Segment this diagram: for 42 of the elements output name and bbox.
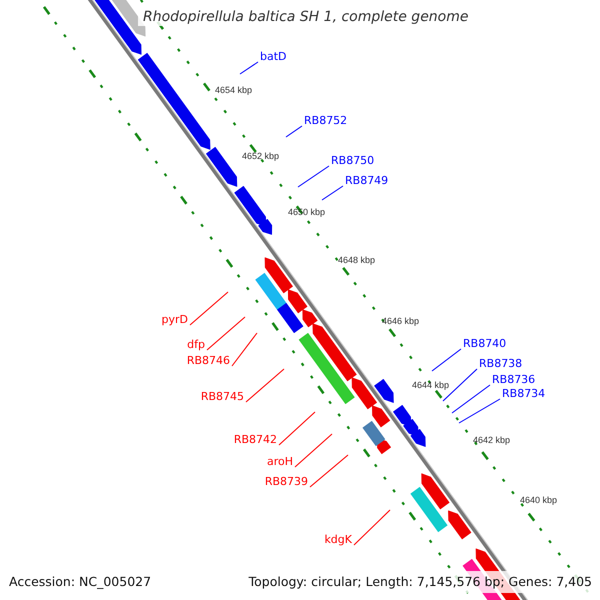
gene-label: pyrD: [162, 313, 188, 327]
leader-line: [278, 412, 316, 446]
gene-label: aroH: [266, 455, 293, 469]
genome-summary-text: Topology: circular; Length: 7,145,576 bp; Genes: 7,405: [248, 574, 592, 589]
accession-text: Accession: NC_005027: [9, 574, 152, 589]
leader-line: [310, 454, 348, 488]
gene-label: RB8740: [463, 337, 506, 351]
gene-label: RB8750: [331, 154, 374, 168]
leader-line: [458, 398, 500, 424]
gene-label: kdgK: [324, 533, 352, 547]
leader-line: [240, 62, 258, 74]
gene-label: RB8734: [502, 387, 546, 401]
scale-label: 4642 kbp: [473, 435, 510, 446]
leader-line: [298, 166, 330, 188]
leader-line: [190, 292, 228, 326]
leader-line: [246, 368, 284, 402]
gene-label: RB8739: [264, 475, 308, 489]
leader-line: [322, 186, 344, 200]
leader-line: [232, 332, 258, 366]
gene-label: RB8745: [200, 390, 244, 404]
gene-label: RB8752: [304, 114, 348, 128]
leader-line: [286, 126, 302, 138]
gene-label: RB8736: [492, 373, 536, 387]
scale-label: 4646 kbp: [382, 316, 420, 327]
leader-line: [442, 368, 478, 402]
gene-label: RB8738: [479, 357, 522, 371]
gene-label: RB8742: [234, 433, 277, 447]
scale-label: 4644 kbp: [412, 380, 450, 391]
scale-label: 4648 kbp: [338, 255, 376, 266]
scale-label: 4640 kbp: [520, 495, 558, 506]
leader-line: [432, 348, 462, 372]
scale-label: 4652 kbp: [242, 151, 280, 162]
gene-label: dfp: [187, 338, 205, 352]
leader-line: [354, 510, 390, 546]
gene-label: batD: [260, 50, 287, 64]
leader-line: [206, 316, 246, 350]
leader-line: [452, 384, 490, 414]
gene-label: RB8749: [345, 174, 388, 188]
gene-label: RB8746: [186, 354, 230, 368]
scale-label: 4650 kbp: [288, 207, 326, 218]
scale-label: 4654 kbp: [215, 85, 252, 96]
leader-line: [294, 434, 332, 468]
